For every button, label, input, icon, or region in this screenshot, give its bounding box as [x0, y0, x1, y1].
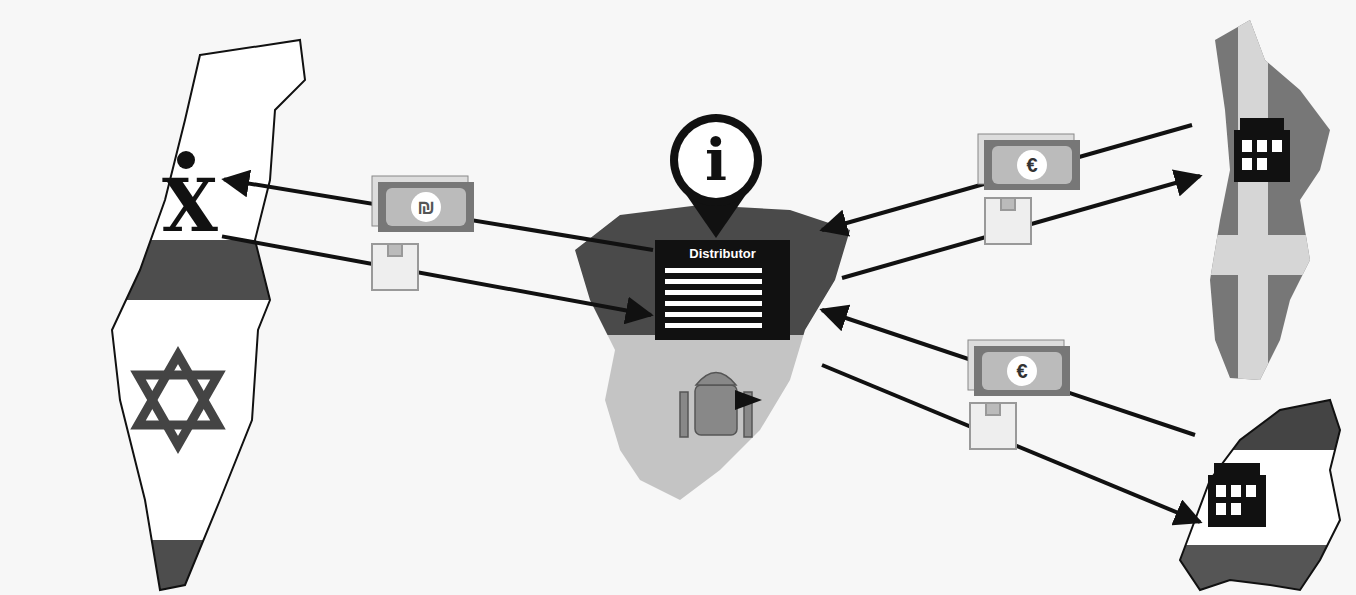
shop-building [1208, 463, 1266, 527]
sweden-map [1200, 10, 1340, 390]
israel-map [100, 30, 320, 595]
banknote-icon [978, 134, 1080, 190]
distributor-building: Distributor [655, 240, 790, 340]
currency-symbol: ₪ [417, 196, 435, 219]
building-window [665, 290, 762, 295]
parcel-icon [372, 198, 1031, 449]
flow-arrow [822, 125, 1200, 522]
info-pin [670, 114, 762, 238]
building-window [665, 301, 762, 306]
flow-arrow [224, 179, 653, 250]
building-window [665, 323, 762, 328]
building-window [665, 268, 762, 273]
building-window [665, 312, 762, 317]
banknote-icon [968, 340, 1070, 396]
node-text: Distributor [661, 246, 784, 262]
currency-symbol: € [1016, 360, 1027, 383]
node-text: X [162, 170, 218, 242]
manufacturer-marker: X [160, 168, 220, 244]
currency-symbol: € [1026, 154, 1037, 177]
shop-building [1234, 118, 1290, 182]
flow-arrow [222, 236, 651, 315]
building-window [665, 279, 762, 284]
info-icon: i [705, 126, 727, 194]
netherlands-map [1170, 390, 1350, 595]
banknote-icon [372, 176, 474, 232]
